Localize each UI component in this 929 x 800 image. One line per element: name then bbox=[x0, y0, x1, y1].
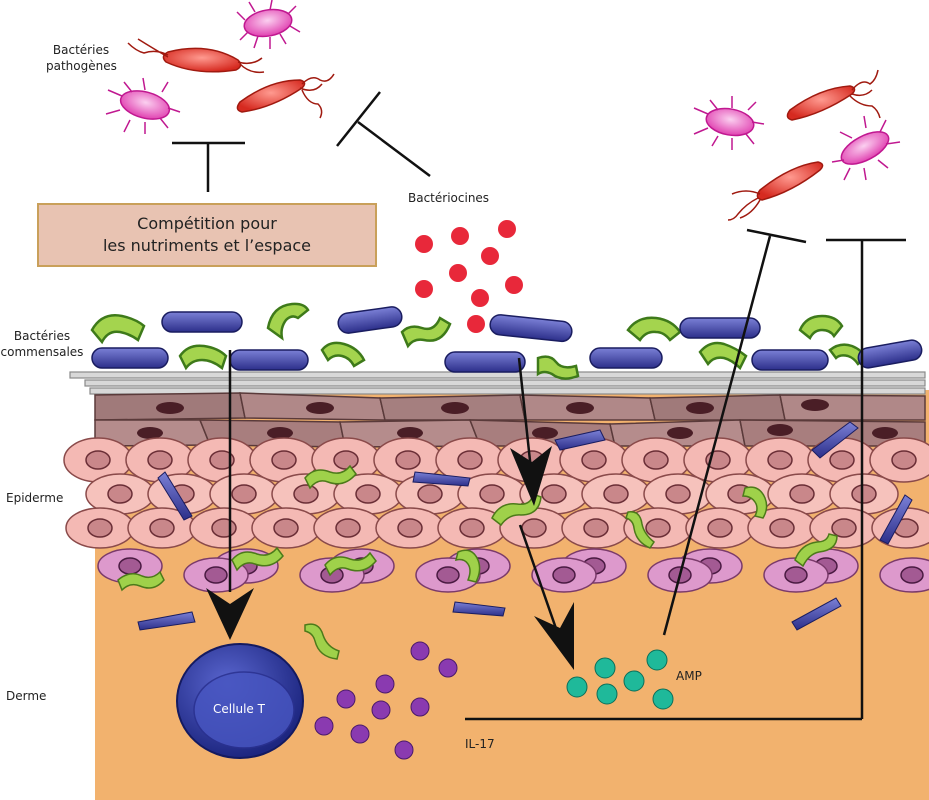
keratinocyte-nucleus bbox=[395, 450, 421, 470]
keratinocyte-nucleus bbox=[333, 450, 359, 470]
keratinocyte-nucleus bbox=[211, 518, 237, 538]
basal-nucleus bbox=[204, 566, 228, 584]
pink-pathogen-4 bbox=[831, 115, 901, 181]
competition-box: Compétition pour les nutriments et l’esp… bbox=[37, 203, 377, 267]
keratinocyte-layer bbox=[63, 437, 929, 549]
t-cell bbox=[176, 643, 304, 759]
keratinocyte-nucleus bbox=[293, 484, 319, 504]
pink-pathogen-3 bbox=[693, 96, 765, 150]
keratinocyte-nucleus bbox=[769, 518, 795, 538]
pink-pathogen-1 bbox=[236, 0, 301, 49]
pathogenic-label-line2: pathogènes bbox=[46, 59, 117, 73]
keratinocyte-nucleus bbox=[209, 450, 235, 470]
surface-commensal-green bbox=[90, 302, 868, 380]
commensal-bacteria-label: Bactéries commensales bbox=[0, 328, 84, 360]
keratinocyte-nucleus bbox=[581, 450, 607, 470]
blue-bacteria-epidermis bbox=[137, 421, 913, 631]
keratinocyte-nucleus bbox=[149, 518, 175, 538]
keratinocyte-nucleus bbox=[851, 484, 877, 504]
keratinocyte-nucleus bbox=[645, 518, 671, 538]
pink-pathogen-2 bbox=[105, 77, 181, 134]
bacteriocins-label: Bactériocines bbox=[408, 191, 490, 205]
red-pathogen-2 bbox=[236, 73, 335, 119]
keratinocyte-nucleus bbox=[521, 518, 547, 538]
red-pathogen-3 bbox=[786, 69, 881, 121]
il17-label: IL-17 bbox=[465, 737, 495, 751]
keratinocyte-nucleus bbox=[831, 518, 857, 538]
stratum-corneum bbox=[69, 371, 926, 395]
commensal-label-line1: Bactéries bbox=[13, 329, 71, 343]
keratinocyte-nucleus bbox=[397, 518, 423, 538]
basal-nucleus bbox=[118, 557, 142, 575]
keratinocyte-nucleus bbox=[85, 450, 111, 470]
competition-line1: Compétition pour bbox=[137, 214, 277, 233]
dermis-label: Derme bbox=[6, 689, 47, 703]
keratinocyte-nucleus bbox=[789, 484, 815, 504]
keratinocyte-nucleus bbox=[335, 518, 361, 538]
competition-line2: les nutriments et l’espace bbox=[102, 236, 312, 255]
keratinocyte-nucleus bbox=[665, 484, 691, 504]
keratinocyte-nucleus bbox=[707, 518, 733, 538]
keratinocyte-nucleus bbox=[107, 484, 133, 504]
pathogenic-label-line1: Bactéries bbox=[52, 43, 110, 57]
keratinocyte-nucleus bbox=[479, 484, 505, 504]
granular-nuclei bbox=[137, 399, 898, 439]
amp-label: AMP bbox=[676, 669, 702, 683]
bacteriocins bbox=[415, 220, 523, 333]
keratinocyte-nucleus bbox=[271, 450, 297, 470]
keratinocyte-nucleus bbox=[643, 450, 669, 470]
keratinocyte-nucleus bbox=[459, 518, 485, 538]
commensal-bacteria-epidermis bbox=[117, 464, 838, 660]
keratinocyte-nucleus bbox=[147, 450, 173, 470]
keratinocyte-nucleus bbox=[603, 484, 629, 504]
keratinocyte-nucleus bbox=[541, 484, 567, 504]
red-pathogen-1 bbox=[127, 38, 265, 74]
keratinocyte-nucleus bbox=[87, 518, 113, 538]
keratinocyte-nucleus bbox=[355, 484, 381, 504]
keratinocyte-nucleus bbox=[891, 450, 917, 470]
basal-nucleus bbox=[784, 566, 808, 584]
keratinocyte-nucleus bbox=[273, 518, 299, 538]
epidermis-label: Epiderme bbox=[6, 491, 64, 505]
basal-nucleus bbox=[900, 566, 924, 584]
t-cell-label: Cellule T bbox=[213, 702, 265, 716]
commensal-label-line2: commensales bbox=[0, 345, 84, 359]
keratinocyte-nucleus bbox=[829, 450, 855, 470]
basal-nucleus bbox=[552, 566, 576, 584]
amp-peptides bbox=[566, 649, 674, 710]
keratinocyte-nucleus bbox=[457, 450, 483, 470]
il17-cytokines bbox=[314, 641, 458, 760]
pathway-lines bbox=[172, 91, 906, 721]
basal-nucleus bbox=[436, 566, 460, 584]
pathogenic-bacteria-label: Bactéries pathogènes bbox=[46, 42, 117, 74]
keratinocyte-nucleus bbox=[583, 518, 609, 538]
keratinocyte-nucleus bbox=[767, 450, 793, 470]
red-pathogen-4 bbox=[727, 161, 824, 221]
keratinocyte-nucleus bbox=[231, 484, 257, 504]
surface-commensal-blue bbox=[91, 306, 923, 373]
pathogenic-bacteria bbox=[105, 0, 901, 221]
keratinocyte-nucleus bbox=[417, 484, 443, 504]
arrow-heads bbox=[206, 446, 574, 670]
